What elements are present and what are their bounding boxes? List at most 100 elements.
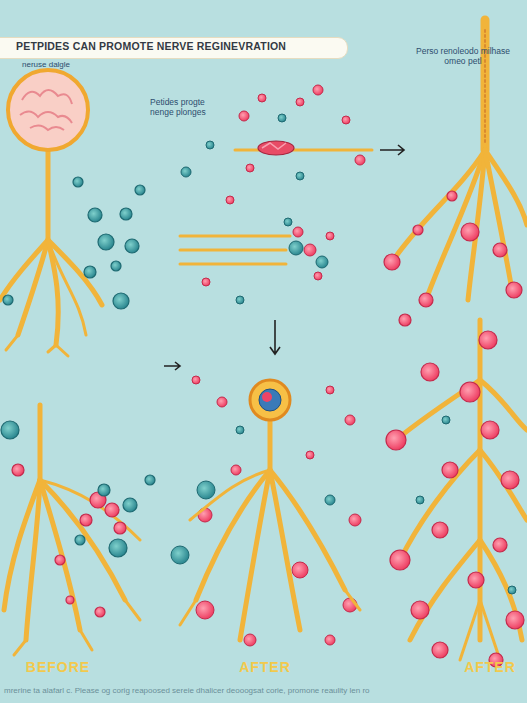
pink-particles-part: [12, 464, 24, 476]
neuron-before: [0, 150, 102, 356]
pink-particles-part: [345, 415, 355, 425]
pink-particles-part: [114, 522, 126, 534]
pink-particles-part: [506, 282, 522, 298]
pink-particles: [192, 85, 365, 646]
pink-particles-part: [413, 225, 423, 235]
pink-particles-part: [419, 293, 433, 307]
neuron-before-part: [46, 150, 51, 240]
teal-particles-part: [181, 167, 191, 177]
neuron-after-part: [180, 590, 360, 625]
pink-particles-part: [325, 635, 335, 645]
neuron-regenerated-part: [426, 150, 485, 300]
pink-particles-part: [246, 164, 254, 172]
annotation: neruse dalgle: [22, 60, 112, 70]
neuron-after: [180, 420, 360, 640]
pink-particles-part: [501, 471, 519, 489]
cell-body-part: [259, 389, 281, 411]
pink-particles: [386, 314, 524, 667]
teal-particles-part: [236, 296, 244, 304]
brain-part: [8, 70, 88, 150]
title: PETPIDES CAN PROMOTE NERVE REGINEVRATION: [16, 40, 346, 52]
neuron-before-part: [6, 335, 68, 356]
teal-particles-part: [125, 239, 139, 253]
caption: mrerine ta alafarl c. Please og corig re…: [4, 686, 527, 695]
pink-particles-part: [192, 376, 200, 384]
pink-particles-part: [226, 196, 234, 204]
neuron-before-lower: [4, 405, 140, 655]
pink-particles-part: [468, 572, 484, 588]
teal-particles-part: [442, 416, 450, 424]
brain: [8, 70, 88, 150]
nerve-fiber: [180, 150, 372, 264]
teal-particles-part: [84, 266, 96, 278]
neuron-regenerated-lower-part: [460, 600, 500, 660]
teal-particles-part: [73, 177, 83, 187]
pink-particles-part: [493, 538, 507, 552]
neuron-after-part: [240, 470, 270, 640]
teal-particles-part: [416, 496, 424, 504]
pink-particles-part: [296, 98, 304, 106]
pink-particles-part: [313, 85, 323, 95]
pink-particles-part: [342, 116, 350, 124]
pink-particles-part: [390, 550, 410, 570]
neuron-after-part: [190, 470, 270, 520]
nerve-fiber-part: [235, 149, 372, 152]
neuron-before-part: [48, 240, 102, 305]
annotation: Petides progte nenge plonges: [150, 97, 230, 117]
pink-particles-part: [306, 451, 314, 459]
pink-particles-part: [432, 522, 448, 538]
neuron-after-part: [270, 470, 300, 630]
cell-body-part: [262, 392, 272, 402]
teal-particles-part: [236, 426, 244, 434]
stage-label: BEFORE: [8, 659, 108, 676]
teal-particles-part: [88, 208, 102, 222]
teal-particles-part: [316, 256, 328, 268]
neuron-before-lower-part: [40, 480, 125, 600]
teal-particles: [1, 421, 155, 557]
pink-particles-part: [349, 514, 361, 526]
neuron-before-lower-part: [38, 405, 43, 480]
pink-particles-part: [66, 596, 74, 604]
arrow-part: [270, 320, 280, 354]
pink-particles-part: [292, 562, 308, 578]
neuron-regenerated-lower-part: [480, 450, 527, 520]
teal-particles-part: [109, 539, 127, 557]
neuron-regenerated-part: [485, 150, 527, 225]
pink-particles: [12, 464, 126, 617]
cell-body: [250, 380, 290, 420]
pink-particles-part: [384, 254, 400, 270]
pink-particles-part: [314, 272, 322, 280]
teal-particles-part: [508, 586, 516, 594]
neuron-regenerated-lower-part: [396, 380, 480, 440]
arrow-part: [380, 145, 404, 155]
pink-particles-part: [447, 191, 457, 201]
pink-particles-part: [326, 386, 334, 394]
pink-particles-part: [481, 421, 499, 439]
neuron-after-part: [270, 470, 345, 590]
pink-particles-part: [80, 514, 92, 526]
teal-particles-part: [123, 498, 137, 512]
pink-particles-part: [239, 111, 249, 121]
teal-particles-part: [171, 546, 189, 564]
teal-particles: [416, 416, 516, 594]
pink-particles-part: [506, 611, 524, 629]
pink-particles-part: [432, 642, 448, 658]
pink-particles-part: [479, 331, 497, 349]
neuron-regenerated-part: [392, 150, 485, 262]
pink-particles-part: [399, 314, 411, 326]
neuron-before-lower-part: [14, 600, 140, 655]
neuron-regenerated: [392, 20, 527, 300]
pink-particles-part: [355, 155, 365, 165]
teal-particles-part: [113, 293, 129, 309]
nerve-fiber-part: [180, 236, 290, 264]
annotation: Perso renoleodo milhase omeo petl: [408, 46, 518, 66]
teal-particles-part: [75, 535, 85, 545]
brain-part: [20, 90, 72, 130]
stage-label: AFTER: [440, 659, 527, 676]
pink-particles-part: [231, 465, 241, 475]
arrow-part: [164, 362, 180, 370]
pink-particles-part: [95, 607, 105, 617]
neuron-regenerated-lower-part: [410, 540, 480, 640]
neuron-before-part: [48, 240, 86, 335]
